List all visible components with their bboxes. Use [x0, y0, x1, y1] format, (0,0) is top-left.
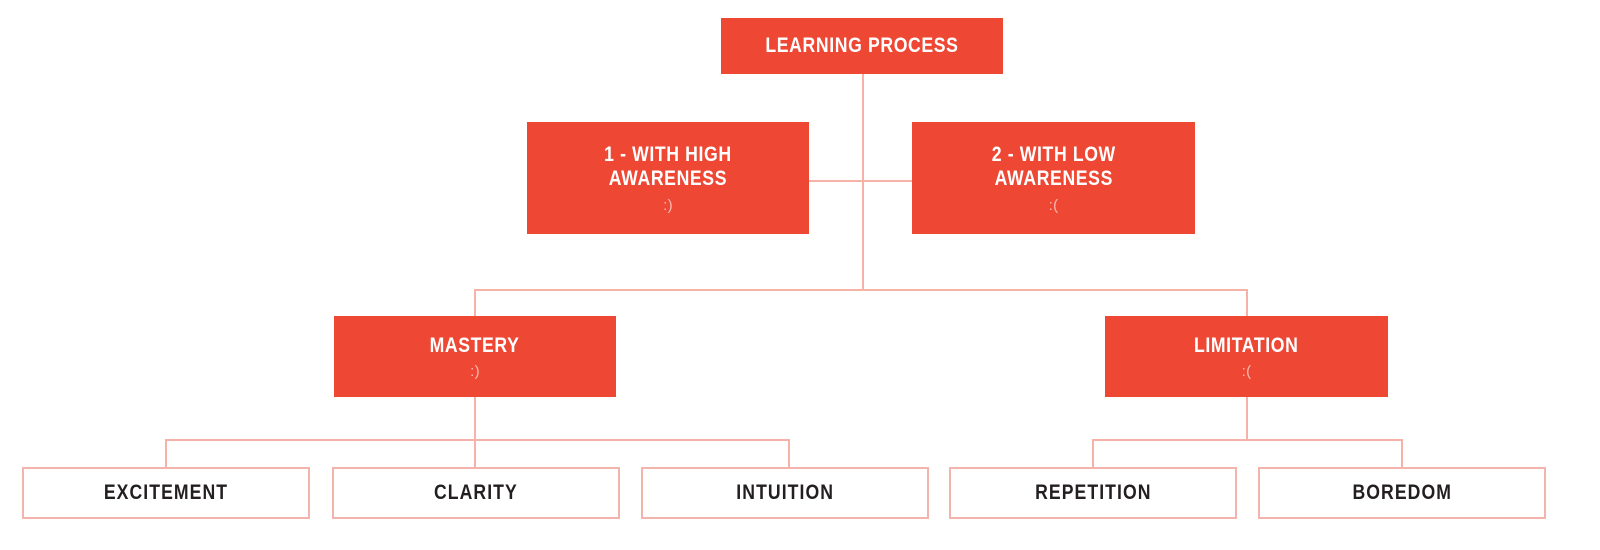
connector-intuition-drop — [788, 439, 790, 468]
node-excitement[interactable]: EXCITEMENT — [22, 467, 310, 519]
node-intuition[interactable]: INTUITION — [641, 467, 929, 519]
node-limitation[interactable]: LIMITATION :( — [1105, 316, 1388, 397]
emoticon-frown: :( — [1048, 196, 1059, 214]
node-label: REPETITION — [1034, 481, 1152, 505]
node-label: LEARNING PROCESS — [765, 34, 959, 58]
node-label: 2 - WITH LOW AWARENESS — [991, 143, 1116, 190]
emoticon-smile: :) — [470, 363, 480, 381]
connector-level2-right-drop — [1246, 289, 1248, 317]
connector-mastery-bus — [165, 439, 790, 441]
node-with-high-awareness[interactable]: 1 - WITH HIGH AWARENESS :) — [527, 122, 809, 234]
node-label: LIMITATION — [1194, 333, 1299, 357]
node-mastery[interactable]: MASTERY :) — [334, 316, 616, 397]
emoticon-smile: :) — [663, 196, 673, 214]
node-label: EXCITEMENT — [103, 481, 229, 505]
node-label: CLARITY — [434, 481, 518, 505]
node-repetition[interactable]: REPETITION — [949, 467, 1237, 519]
emoticon-frown: :( — [1241, 363, 1252, 381]
node-label: MASTERY — [430, 333, 520, 357]
connector-level2-bus — [474, 289, 1248, 291]
connector-mastery-trunk — [474, 397, 476, 440]
connector-limitation-trunk — [1246, 397, 1248, 440]
connector-excitement-drop — [165, 439, 167, 468]
node-label: 1 - WITH HIGH AWARENESS — [604, 143, 732, 190]
node-clarity[interactable]: CLARITY — [332, 467, 620, 519]
connector-repetition-drop — [1092, 439, 1094, 468]
node-label: INTUITION — [736, 481, 834, 505]
connector-level2-left-drop — [474, 289, 476, 317]
node-with-low-awareness[interactable]: 2 - WITH LOW AWARENESS :( — [912, 122, 1195, 234]
node-boredom[interactable]: BOREDOM — [1258, 467, 1546, 519]
connector-clarity-drop — [474, 439, 476, 468]
node-label: BOREDOM — [1352, 481, 1452, 505]
connector-boredom-drop — [1401, 439, 1403, 468]
connector-limitation-bus — [1092, 439, 1403, 441]
node-learning-process[interactable]: LEARNING PROCESS — [721, 18, 1003, 74]
connector-level1-crossbar — [809, 180, 913, 182]
